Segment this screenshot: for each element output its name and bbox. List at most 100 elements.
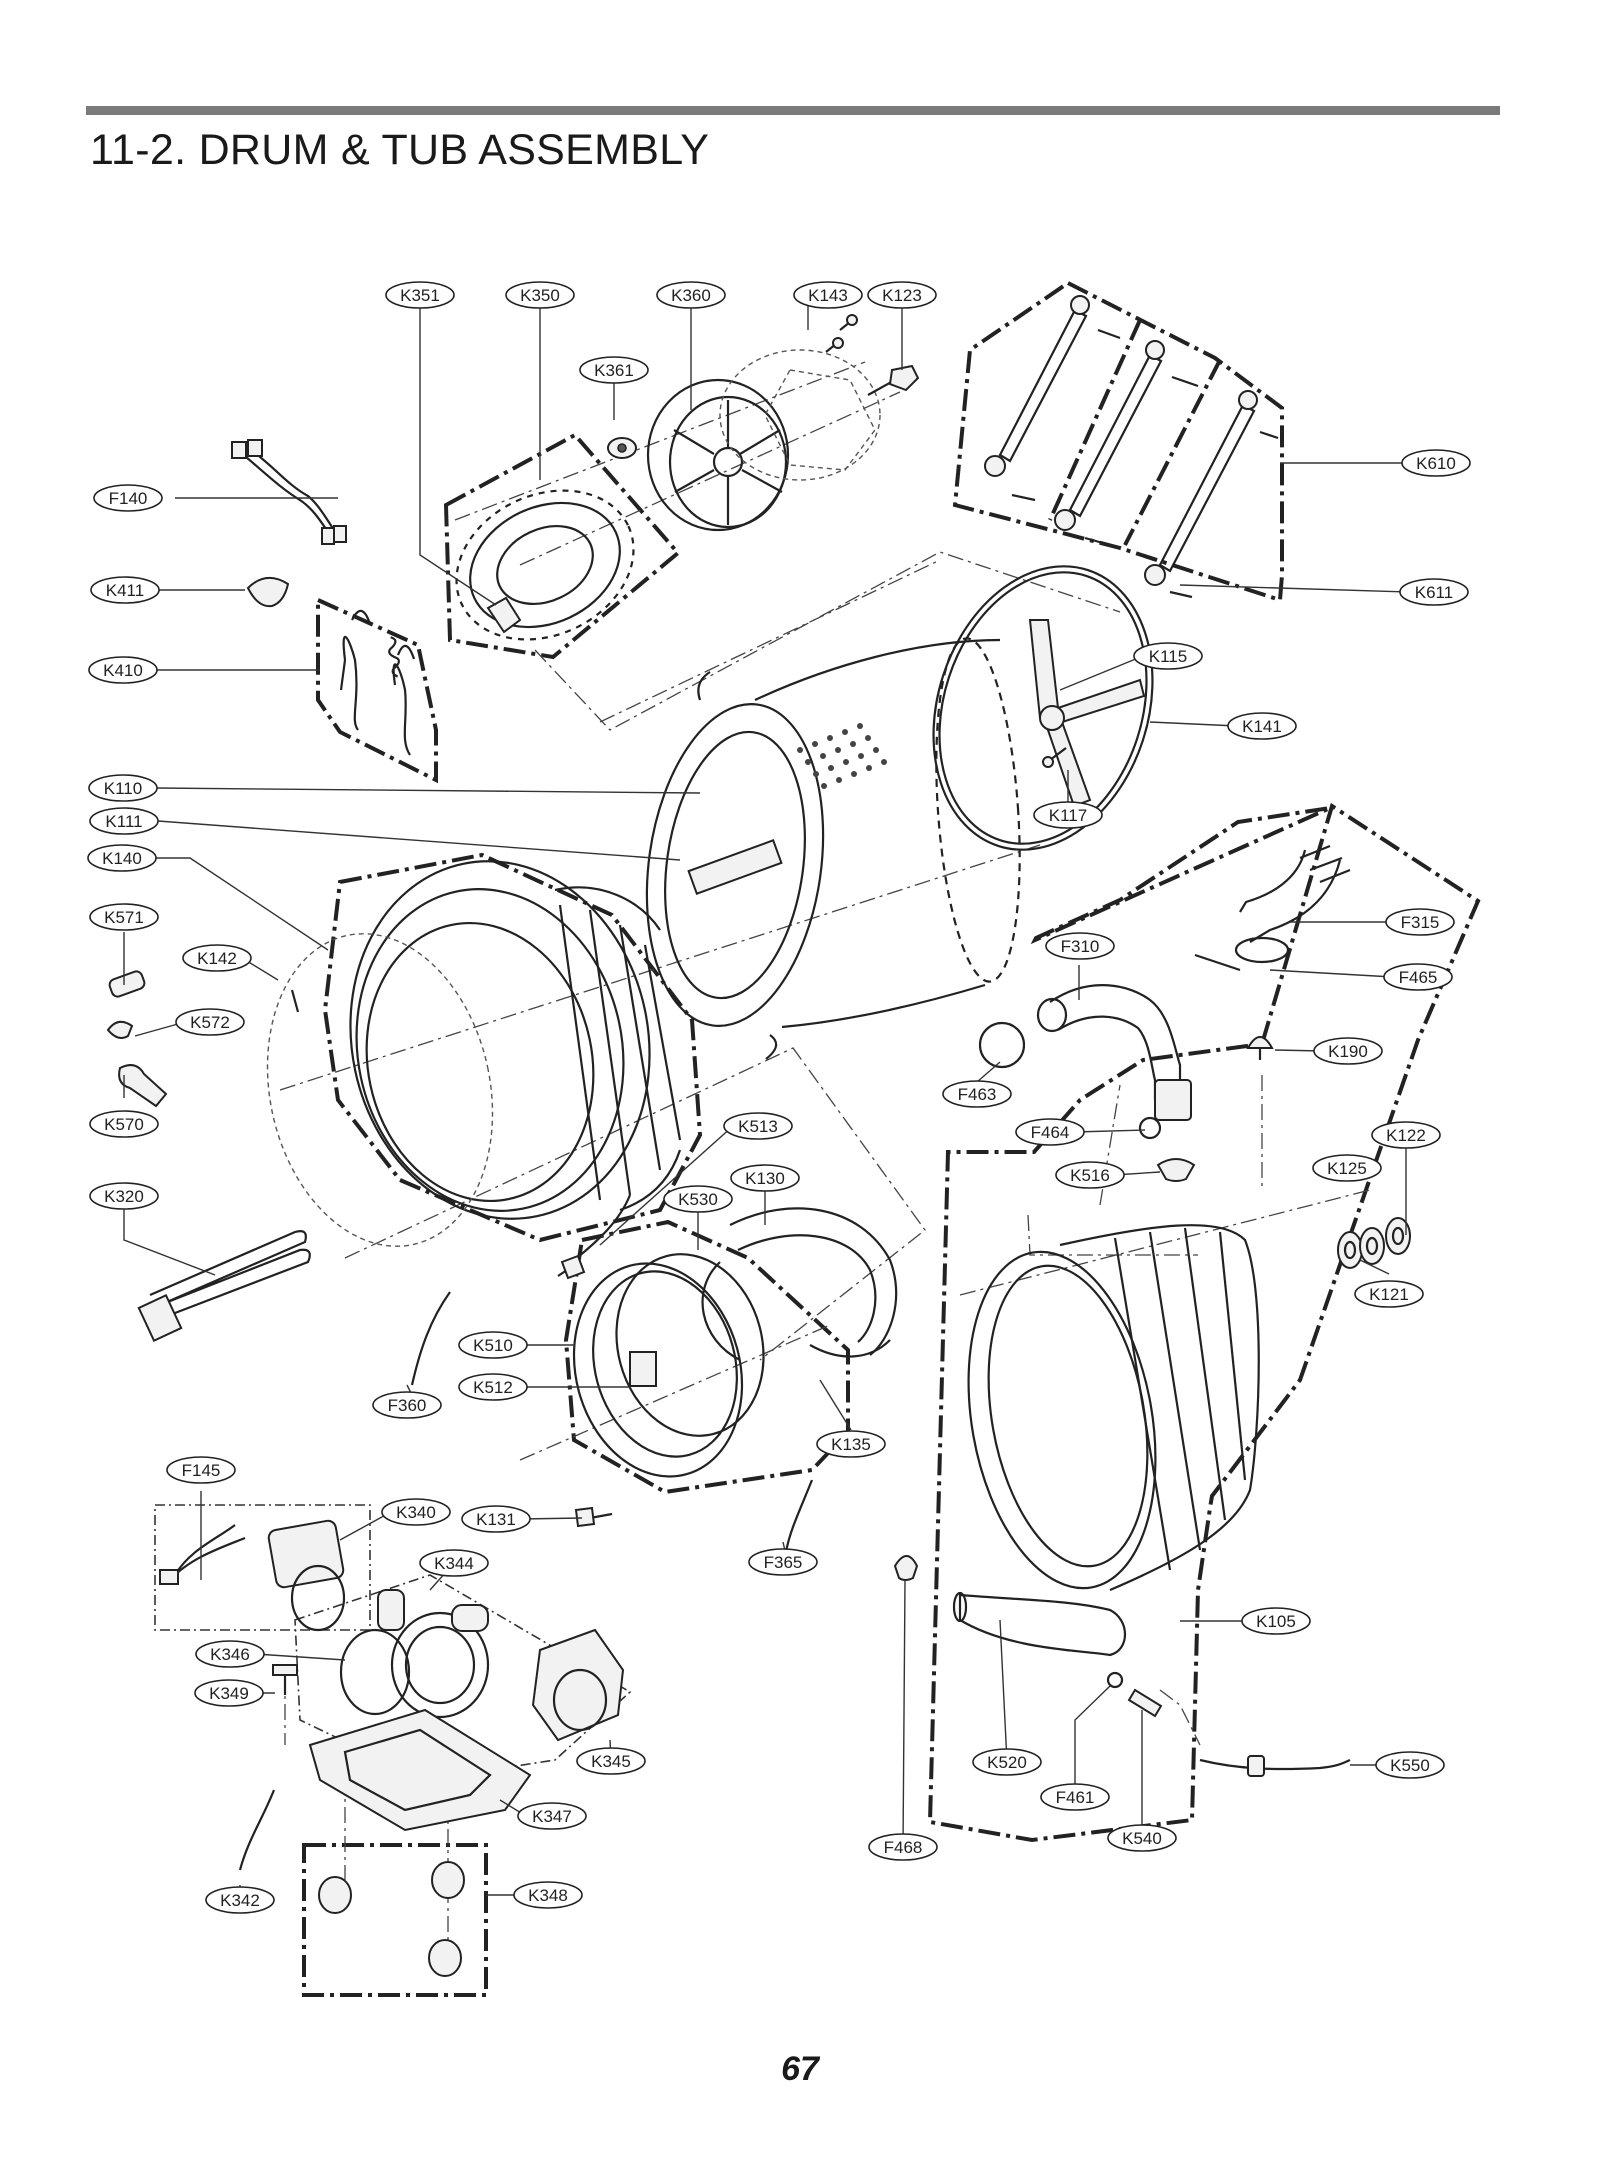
callout-label: K346 [210, 1645, 250, 1664]
callout-bubble [816, 1430, 886, 1458]
callout-label: F145 [182, 1461, 221, 1480]
callout-bubble [381, 1498, 451, 1526]
callout-label: K143 [808, 286, 848, 305]
callout-label: K190 [1328, 1042, 1368, 1061]
group-outlines [154, 280, 1481, 1997]
callout-bubble [579, 356, 649, 384]
callout-k530: K530 [663, 1185, 733, 1213]
callout-label: F465 [1399, 968, 1438, 987]
callout-label: F360 [388, 1396, 427, 1415]
callout-label: K135 [831, 1435, 871, 1454]
callout-f310: F310 [1045, 932, 1115, 960]
callout-label: K611 [1415, 583, 1453, 602]
callout-label: K140 [102, 849, 142, 868]
page-number: 67 [781, 2050, 819, 2088]
callout-bubble [867, 281, 937, 309]
callout-bubble [942, 1080, 1012, 1108]
callout-bubble [166, 1456, 236, 1484]
callout-label: K610 [1416, 454, 1456, 473]
callout-bubble [419, 1549, 489, 1577]
callout-k610: K610 [1401, 449, 1471, 477]
callout-label: K141 [1242, 717, 1282, 736]
callout-label: K411 [106, 581, 144, 600]
callout-label: K105 [1256, 1612, 1296, 1631]
callout-label: K340 [396, 1503, 436, 1522]
callout-label: F310 [1061, 937, 1100, 956]
callout-bubble [89, 903, 159, 931]
callout-k115: K115 [1133, 642, 1203, 670]
callout-f465: F465 [1383, 963, 1453, 991]
callout-k611: K611 [1399, 578, 1469, 606]
callout-bubble [868, 1833, 938, 1861]
callout-bubble [461, 1505, 531, 1533]
callout-label: K348 [528, 1886, 568, 1905]
callout-bubble [1383, 963, 1453, 991]
callout-bubble [1385, 908, 1455, 936]
callout-f464: F464 [1015, 1118, 1085, 1146]
callout-label: K110 [104, 779, 142, 798]
callout-k520: K520 [972, 1748, 1042, 1776]
callout-bubble [88, 656, 158, 684]
callout-k140: K140 [87, 844, 157, 872]
callout-bubble [195, 1640, 265, 1668]
callout-label: K361 [594, 361, 634, 380]
callout-k360: K360 [656, 281, 726, 309]
callout-bubble [576, 1747, 646, 1775]
callout-bubble [89, 1182, 159, 1210]
callout-bubble [458, 1373, 528, 1401]
callout-bubble [194, 1679, 264, 1707]
callout-k342: K342 [205, 1886, 275, 1914]
callout-bubble [1227, 712, 1297, 740]
callout-label: K350 [520, 286, 560, 305]
callout-bubble [1045, 932, 1115, 960]
callout-k350: K350 [505, 281, 575, 309]
callout-label: K570 [104, 1115, 144, 1134]
top-rule [86, 106, 1500, 115]
callout-label: K122 [1386, 1126, 1426, 1145]
callout-bubble [88, 774, 158, 802]
callout-label: K131 [476, 1510, 516, 1529]
callout-label: K410 [103, 661, 143, 680]
callout-k135: K135 [816, 1430, 886, 1458]
callout-label: F468 [884, 1838, 923, 1857]
callout-bubble [182, 944, 252, 972]
callout-f461: F461 [1040, 1783, 1110, 1811]
callout-bubble [385, 281, 455, 309]
callout-bubble [89, 807, 159, 835]
callout-bubble [793, 281, 863, 309]
callout-k344: K344 [419, 1549, 489, 1577]
callout-bubble [93, 484, 163, 512]
callout-k510: K510 [458, 1331, 528, 1359]
callout-bubble [656, 281, 726, 309]
callout-label: K540 [1122, 1829, 1162, 1848]
callout-label: K572 [190, 1013, 230, 1032]
callout-bubble [458, 1331, 528, 1359]
callout-label: K360 [671, 286, 711, 305]
callout-bubble [90, 576, 160, 604]
callout-label: K516 [1070, 1166, 1110, 1185]
callout-k142: K142 [182, 944, 252, 972]
callout-label: K349 [209, 1684, 249, 1703]
callout-label: K571 [104, 908, 144, 927]
callout-bubble [1312, 1154, 1382, 1182]
callout-label: F315 [1401, 913, 1440, 932]
callout-k131: K131 [461, 1505, 531, 1533]
callout-f140: F140 [93, 484, 163, 512]
callout-k410: K410 [88, 656, 158, 684]
callout-label: F365 [764, 1553, 803, 1572]
callout-bubble [205, 1886, 275, 1914]
callout-k345: K345 [576, 1747, 646, 1775]
leader-lines [123, 303, 1411, 1900]
callout-bubble [1354, 1280, 1424, 1308]
callout-k110: K110 [88, 774, 158, 802]
callout-k349: K349 [194, 1679, 264, 1707]
callout-label: F464 [1031, 1123, 1070, 1142]
callout-bubble [723, 1112, 793, 1140]
callout-bubble [1040, 1783, 1110, 1811]
callout-f315: F315 [1385, 908, 1455, 936]
callout-bubble [1371, 1121, 1441, 1149]
callout-bubble [1313, 1037, 1383, 1065]
callout-label: K530 [678, 1190, 718, 1209]
callout-k351: K351 [385, 281, 455, 309]
